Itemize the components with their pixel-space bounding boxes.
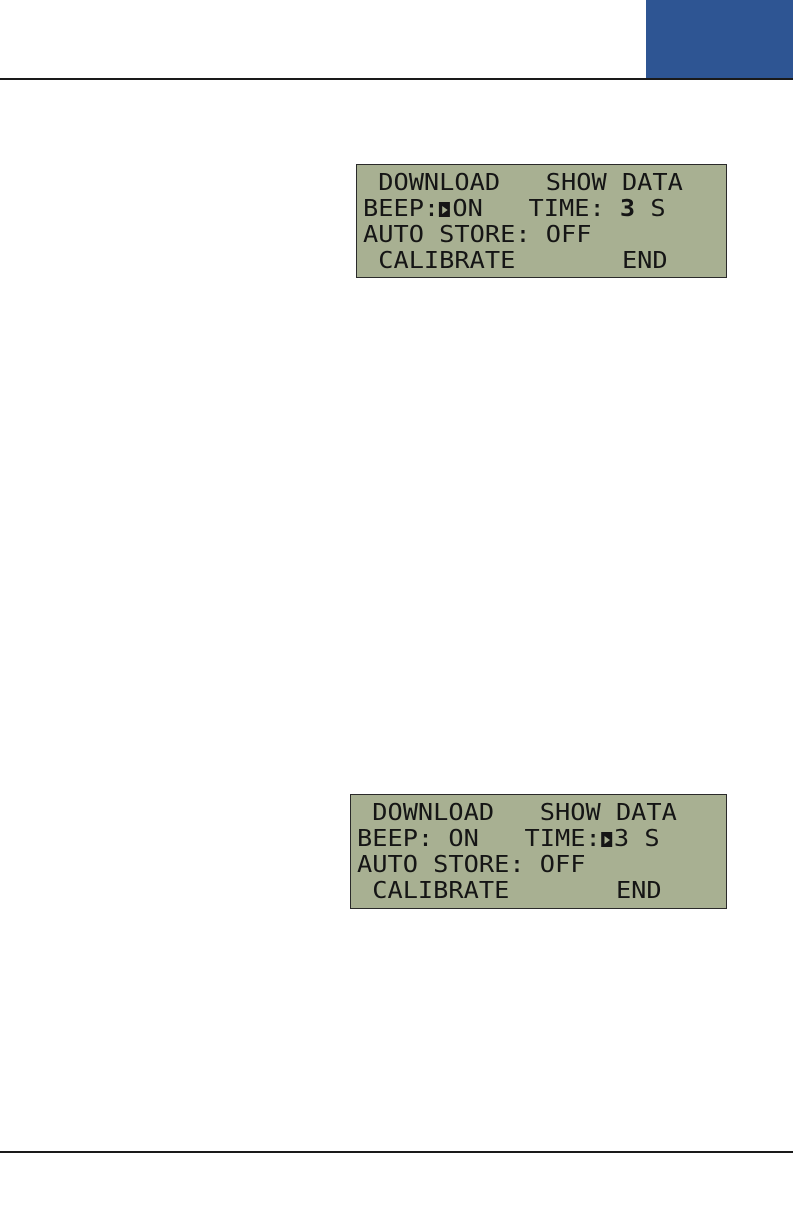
footer-rule: [0, 1151, 793, 1153]
lcd-line-beep-time: BEEP: ON TIME: 3 S: [363, 196, 666, 222]
selection-cursor-icon: [439, 202, 450, 217]
time-value: 3: [620, 196, 635, 222]
lcd-screen-beep-selected: DOWNLOAD SHOW DATA BEEP: ON TIME: 3 S AUT…: [356, 164, 727, 278]
time-unit: S: [629, 826, 659, 852]
lcd-line-menu: DOWNLOAD SHOW DATA: [357, 800, 677, 826]
lcd-line-calibrate-end: CALIBRATE END: [357, 878, 662, 904]
time-label: TIME:: [483, 196, 620, 222]
header-rule: [0, 78, 793, 80]
beep-label: BEEP:: [363, 196, 439, 222]
lcd-line-beep-time: BEEP: ON TIME: 3 S: [357, 826, 660, 852]
beep-value: ON: [452, 196, 482, 222]
lcd-line-auto-store: AUTO STORE: OFF: [363, 222, 591, 248]
lcd-line-calibrate-end: CALIBRATE END: [363, 248, 668, 274]
lcd-screen-time-selected: DOWNLOAD SHOW DATA BEEP: ON TIME: 3 S AUT…: [350, 794, 727, 909]
lcd-line-menu: DOWNLOAD SHOW DATA: [363, 170, 683, 196]
time-value: 3: [614, 826, 629, 852]
chapter-tab: [646, 0, 793, 80]
lcd-line-auto-store: AUTO STORE: OFF: [357, 852, 585, 878]
beep-time-label: BEEP: ON TIME:: [357, 826, 601, 852]
selection-cursor-icon: [601, 832, 612, 847]
time-unit: S: [635, 196, 665, 222]
